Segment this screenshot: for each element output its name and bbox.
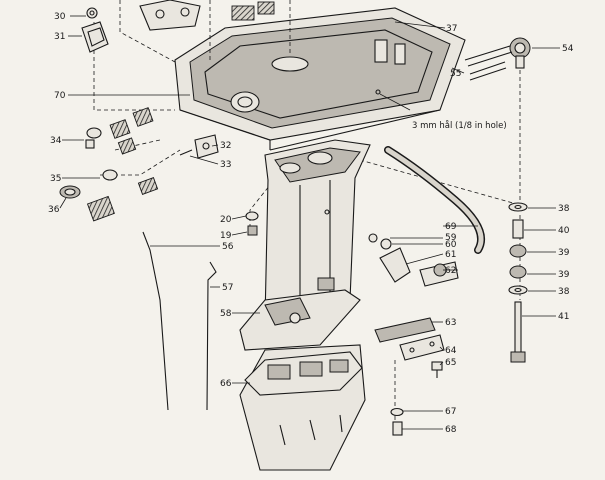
callout-32: 32	[220, 141, 231, 151]
shift-linkage-parts	[368, 233, 459, 287]
callout-20: 20	[220, 215, 232, 225]
callout-64: 64	[445, 346, 457, 356]
callout-labels: 30 31 70 34 35 36 37 54 55 32 33 20 19 5…	[48, 12, 574, 435]
plate-parts-63-65	[374, 317, 445, 378]
right-top-parts	[375, 37, 531, 95]
callout-66: 66	[220, 379, 232, 389]
bolt-67-68	[390, 407, 404, 436]
link-rods	[142, 231, 217, 411]
callout-59: 59	[445, 233, 457, 243]
callout-35: 35	[50, 174, 61, 184]
callout-31: 31	[54, 32, 65, 42]
callout-67: 67	[445, 407, 456, 417]
callout-62: 62	[445, 266, 456, 276]
callout-69: 69	[445, 222, 457, 232]
screw-19-20	[245, 211, 259, 236]
callout-34: 34	[50, 136, 62, 146]
callout-54: 54	[562, 44, 574, 54]
bolt-stack-38-41	[508, 202, 528, 363]
callout-38-top: 38	[558, 204, 570, 214]
callout-60: 60	[445, 240, 457, 250]
callout-55: 55	[450, 69, 461, 79]
callout-30: 30	[54, 12, 66, 22]
callout-39-bottom: 39	[558, 270, 570, 280]
callout-63: 63	[445, 318, 456, 328]
leader-lines	[59, 15, 560, 430]
left-small-parts	[59, 7, 219, 222]
callout-57: 57	[222, 283, 233, 293]
callout-65: 65	[445, 358, 456, 368]
callout-61: 61	[445, 250, 456, 260]
callout-58: 58	[220, 309, 232, 319]
callout-40: 40	[558, 226, 570, 236]
callout-56: 56	[222, 242, 234, 252]
water-hose-69	[384, 146, 486, 254]
callout-41: 41	[558, 312, 569, 322]
callout-38-bottom: 38	[558, 287, 570, 297]
callout-33: 33	[220, 160, 231, 170]
callout-68: 68	[445, 425, 457, 435]
top-cowl-housing	[139, 0, 466, 151]
callout-37: 37	[446, 24, 457, 34]
callout-19: 19	[220, 231, 232, 241]
callout-39-top: 39	[558, 248, 570, 258]
callout-70: 70	[54, 91, 66, 101]
hole-note: 3 mm hål (1/8 in hole)	[412, 120, 507, 131]
callout-36: 36	[48, 205, 60, 215]
drive-shaft-housing	[239, 139, 371, 471]
